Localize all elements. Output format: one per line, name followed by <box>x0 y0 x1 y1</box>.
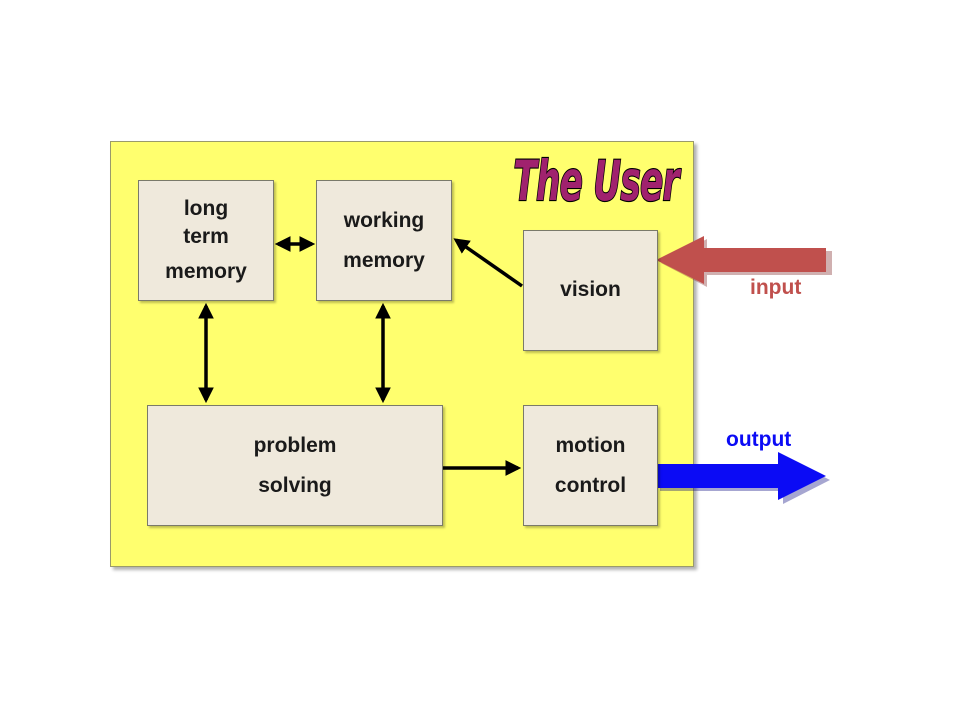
problem-solving-line-1: problem <box>253 433 337 457</box>
long-term-memory-box: long term memory <box>138 180 274 301</box>
working-memory-line-2: memory <box>343 248 425 272</box>
long-term-memory-line-1: long <box>183 196 229 220</box>
vision-wm-arrow <box>453 238 524 288</box>
motion-control-line-1: motion <box>555 433 626 457</box>
input-label: input <box>750 276 802 299</box>
problem-solving-box: problem solving <box>147 405 443 526</box>
problem-solving-line-2: solving <box>258 473 332 497</box>
working-memory-box: working memory <box>316 180 452 301</box>
motion-control-line-2: control <box>554 473 627 497</box>
output-arrow <box>657 452 830 504</box>
input-arrow <box>656 236 832 287</box>
panel-title: The User <box>513 148 681 213</box>
vision-label: vision <box>560 278 621 302</box>
motion-control-box: motion control <box>523 405 658 526</box>
long-term-memory-line-3: memory <box>165 259 247 283</box>
working-memory-line-1: working <box>343 208 425 232</box>
vision-box: vision <box>523 230 658 351</box>
output-label: output <box>726 428 792 451</box>
long-term-memory-line-2: term <box>183 225 229 249</box>
